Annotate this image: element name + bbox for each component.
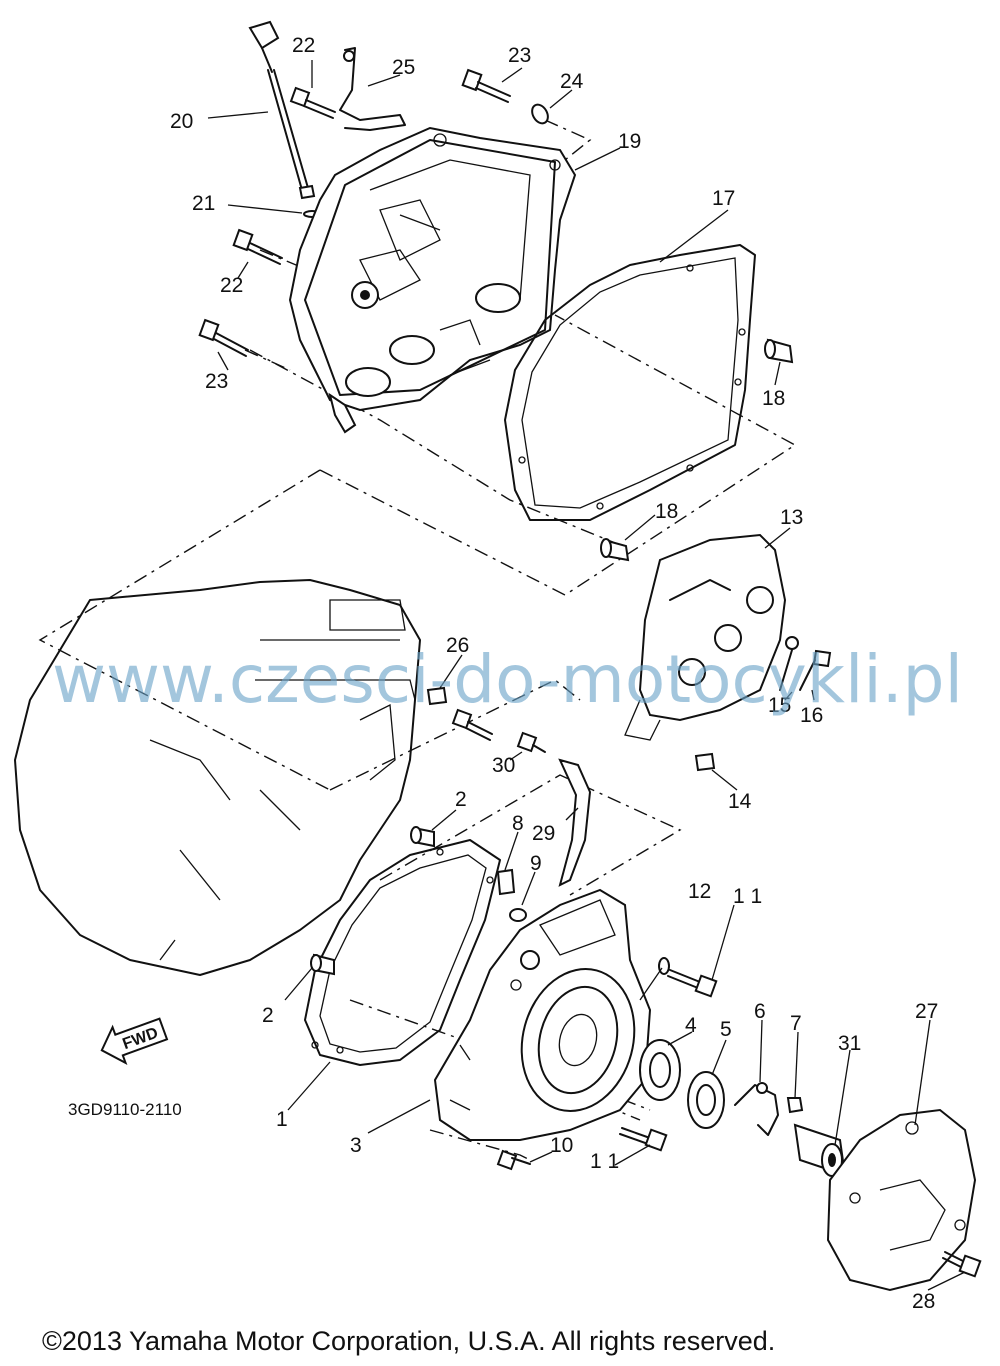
bolt-part-30 <box>516 731 546 753</box>
clutch-cover-part-19 <box>288 126 577 434</box>
callout-labels: 20 22 25 23 24 19 21 22 23 17 18 18 13 2… <box>170 34 938 1313</box>
spacer-part-31 <box>793 1123 847 1177</box>
callout-18-lower: 18 <box>655 500 678 523</box>
bearing-part-4 <box>639 1039 681 1101</box>
bolt-part-22-lower <box>232 228 283 265</box>
callout-28: 28 <box>912 1290 935 1313</box>
bolt-part-11-lower <box>619 1127 668 1152</box>
callout-3: 3 <box>350 1134 362 1157</box>
callout-9: 9 <box>530 852 542 875</box>
callout-2-lower: 2 <box>262 1004 274 1027</box>
oring-part-9 <box>509 908 527 922</box>
gasket-part-1 <box>304 839 501 1066</box>
bolt-part-16 <box>799 649 832 691</box>
callout-10: 10 <box>550 1134 573 1157</box>
oil-seal-part-5 <box>687 1071 725 1129</box>
screw-part-7 <box>786 1097 804 1114</box>
callout-11-lower: 1 1 <box>590 1150 619 1173</box>
callout-15: 15 <box>768 694 791 717</box>
bracket-part-25 <box>339 47 406 131</box>
callout-25: 25 <box>392 56 415 79</box>
dipstick-part-20 <box>248 20 316 200</box>
bolt-part-23-upper <box>461 68 511 103</box>
callout-16: 16 <box>800 704 823 727</box>
callout-23-upper: 23 <box>508 44 531 67</box>
bolt-part-10 <box>496 1149 531 1171</box>
plate-part-6 <box>734 1082 779 1136</box>
callout-22-lower: 22 <box>220 274 243 297</box>
screw-part-28 <box>942 1251 982 1278</box>
callout-7: 7 <box>790 1012 802 1035</box>
callout-4: 4 <box>685 1014 697 1037</box>
diagram-code: 3GD9110-2110 <box>68 1100 182 1119</box>
plug-part-8 <box>496 868 516 896</box>
callout-6: 6 <box>754 1000 766 1023</box>
washer-part-24 <box>531 103 549 125</box>
callout-21: 21 <box>192 192 215 215</box>
callout-27: 27 <box>915 1000 938 1023</box>
callout-31: 31 <box>838 1032 861 1055</box>
callout-2-upper: 2 <box>455 788 467 811</box>
callout-29: 29 <box>532 822 555 845</box>
callout-8: 8 <box>512 812 524 835</box>
bolt-part-14 <box>694 752 716 772</box>
gasket-part-17 <box>504 244 756 521</box>
callout-26: 26 <box>446 634 469 657</box>
callout-1: 1 <box>276 1108 288 1131</box>
bolt-part-15 <box>779 636 799 691</box>
leader-lines <box>207 60 966 1291</box>
callout-5: 5 <box>720 1018 732 1041</box>
watermark-text: www.czesci-do-motocykli.pl <box>52 641 963 718</box>
callout-22-upper: 22 <box>292 34 315 57</box>
callout-23-lower: 23 <box>205 370 228 393</box>
guide-part-29 <box>558 758 592 887</box>
callout-19: 19 <box>618 130 641 153</box>
callout-30: 30 <box>492 754 515 777</box>
callout-17: 17 <box>712 187 735 210</box>
crankcase-cover-part-3 <box>433 888 652 1141</box>
bolt-part-23-lower <box>198 318 249 357</box>
callout-12: 12 <box>688 880 711 903</box>
dowel-part-2-lower <box>310 953 335 976</box>
callout-11-upper: 1 1 <box>733 885 762 908</box>
cover-plate-part-13 <box>624 533 787 741</box>
dowel-part-2-upper <box>410 826 435 848</box>
dowel-part-18-upper <box>764 338 794 364</box>
callout-13: 13 <box>780 506 803 529</box>
bolt-part-22-upper <box>289 86 336 119</box>
copyright-notice: ©2013 Yamaha Motor Corporation, U.S.A. A… <box>42 1326 775 1356</box>
callout-18-upper: 18 <box>762 387 785 410</box>
callout-24: 24 <box>560 70 584 93</box>
washer-part-12 <box>658 957 670 975</box>
crankcase-outline <box>14 579 421 976</box>
callout-20: 20 <box>170 110 193 133</box>
bolt-part-11-upper <box>667 969 718 998</box>
forward-arrow-icon: FWD <box>100 1017 169 1066</box>
dowel-part-18-lower <box>600 538 630 562</box>
callout-14: 14 <box>728 790 752 813</box>
bolt-part-26 <box>426 686 493 741</box>
